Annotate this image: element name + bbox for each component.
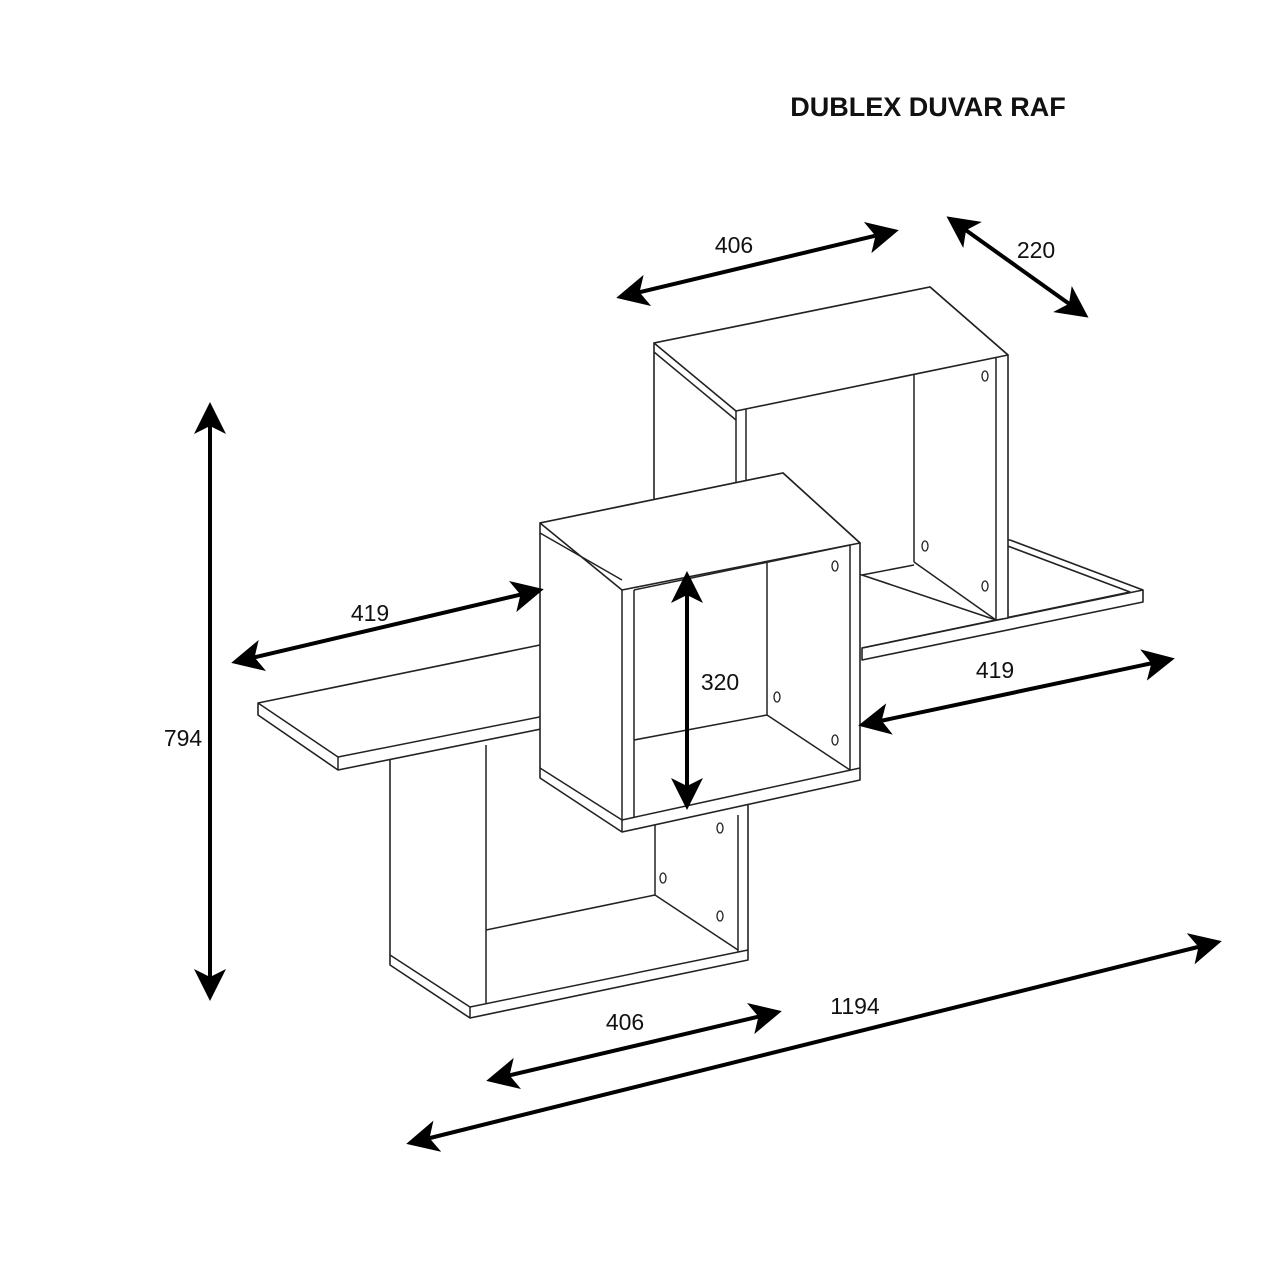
diagram-title: DUBLEX DUVAR RAF <box>790 92 1066 122</box>
inner-height-label: 320 <box>701 669 739 695</box>
top-width-arrow <box>616 222 899 306</box>
bottom-width-label: 406 <box>606 1009 644 1035</box>
left-shelf-arrow <box>231 580 544 672</box>
depth-label: 220 <box>1017 237 1055 263</box>
right-shelf-label: 419 <box>976 657 1014 683</box>
peg-hole <box>831 560 839 572</box>
peg-hole <box>659 872 667 884</box>
total-width-label: 1194 <box>830 993 880 1019</box>
depth-arrow <box>946 216 1089 318</box>
total-width-arrow <box>406 933 1222 1152</box>
top-width-label: 406 <box>715 232 753 258</box>
middle-cube <box>539 472 861 833</box>
peg-hole <box>831 734 839 746</box>
peg-hole <box>921 540 929 552</box>
total-height-label: 794 <box>164 725 203 751</box>
peg-hole <box>981 580 989 592</box>
right-shelf-arrow <box>858 649 1175 735</box>
peg-hole <box>981 370 989 382</box>
left-shelf-label: 419 <box>351 600 389 626</box>
peg-hole <box>716 910 724 922</box>
peg-hole <box>773 691 781 703</box>
peg-hole <box>716 822 724 834</box>
